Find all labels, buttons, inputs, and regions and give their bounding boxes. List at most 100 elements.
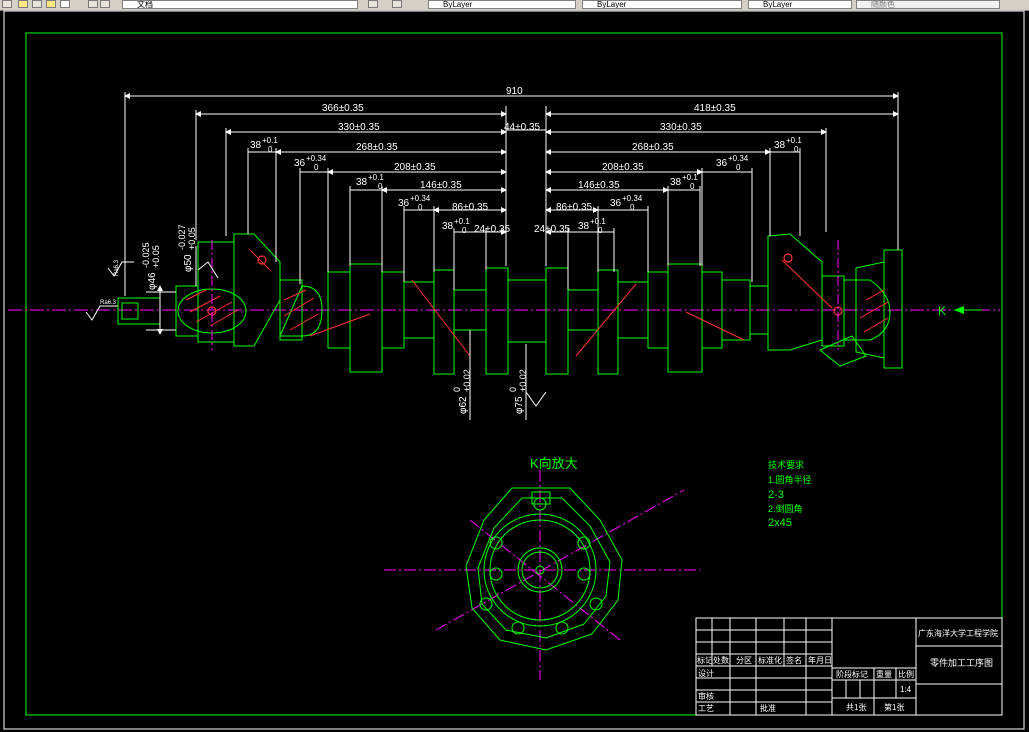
layer-properties-icon[interactable] [88,0,98,8]
tb-h-design: 设计 [698,668,714,678]
layer-previous-icon[interactable] [100,0,110,8]
dim-36-l2-tol0: 0 [418,203,423,212]
color-square-icon[interactable] [60,0,70,8]
tb-h-mark: 标记 [697,655,713,665]
dim-86-right: 86±0.35 [556,202,593,213]
tb-h-zone: 分区 [736,656,752,665]
dimension-texts: 910 366±0.35 418±0.35 330±0.35 44±0.35 3… [100,86,802,414]
technical-notes: 技术要求 1.圆角半径 2-3 2.倒圆角 2x45 [768,459,812,529]
dim-36-l2-tol: +0.34 [410,194,431,203]
dim-44: 44±0.35 [504,122,541,133]
notes-line-1: 1.圆角半径 [768,474,812,485]
k-view-label: K [938,304,946,318]
tb-h-process: 工艺 [698,704,714,713]
dim-38-r2-tol0: 0 [690,182,695,191]
dim-38-l3: 38 [442,221,454,232]
tb-sheets-total: 共1张 [846,703,866,712]
k-view-title: K向放大 [530,456,578,471]
k-view-centerlines [384,470,700,680]
dim-268-right: 268±0.35 [632,142,674,153]
layer-combo[interactable]: 文档 [122,0,358,9]
dim-dia62-tol2: +0.02 [462,369,472,392]
tb-h-stage: 阶段标记 [836,669,868,679]
tb-sheet-no: 第1张 [884,702,904,712]
dim-38-r2: 38 [670,177,682,188]
dim-dia75-tol2: +0.02 [518,369,528,392]
tb-h-check: 审核 [698,691,714,701]
notes-line-2: 2-3 [768,489,784,501]
lineweight-combo[interactable]: ByLayer [748,0,852,9]
tb-h-date: 年月日 [808,655,832,665]
dim-36-r1-tol: +0.34 [728,154,749,163]
dim-38-r1-tol0: 0 [794,145,799,154]
dim-dia50-tol1: -0.027 [177,224,187,250]
k-view-arrow [954,306,982,314]
dim-330-left: 330±0.35 [338,122,380,133]
dim-38-l2-tol: +0.1 [368,173,384,182]
tb-h-scale: 比例 [898,669,914,679]
section-hatch [185,249,889,357]
dim-208-right: 208±0.35 [602,162,644,173]
sheet-outer-border [3,10,1025,730]
dim-36-r2: 36 [610,198,622,209]
dim-dia62-tol1: 0 [452,387,462,392]
tb-h-approve: 批准 [760,703,776,713]
vertical-centerlines [211,240,839,350]
dim-dia46: φ46 [147,272,158,290]
dim-36-r2-tol0: 0 [630,203,635,212]
plotstyle-combo[interactable]: 随颜色 [856,0,1000,9]
dim-dia50-tol2: +0.05 [187,227,197,250]
dimension-lines [85,92,899,420]
tb-h-sign: 签名 [786,655,802,665]
dim-24-left: 24±0.35 [474,224,511,235]
notes-line-3: 2.倒圆角 [768,503,803,514]
dim-38-l2-tol0: 0 [378,182,383,191]
layer-manager-icon[interactable] [2,0,12,8]
dim-330-right: 330±0.35 [660,122,702,133]
tb-h-docno: 标准化 [758,655,782,665]
dim-418: 418±0.35 [694,103,736,114]
dim-38-l3-tol0: 0 [462,226,467,235]
tb-h-weight: 重量 [876,669,892,679]
dim-dia75-tol1: 0 [508,387,518,392]
lock-icon[interactable] [32,0,42,8]
dim-146-right: 146±0.35 [578,180,620,191]
dim-36-l1-tol: +0.34 [306,154,327,163]
color-combo[interactable]: ByLayer [428,0,576,9]
dim-38-r2-tol: +0.1 [682,173,698,182]
dim-overall: 910 [506,86,523,97]
dim-dia50: φ50 [183,254,194,272]
dim-38-r1: 38 [774,140,786,151]
dim-38-r3: 38 [578,221,590,232]
dim-268-left: 268±0.35 [356,142,398,153]
dim-dia46-tol1: -0.025 [141,242,151,268]
dim-36-l2: 36 [398,198,410,209]
dim-36-r2-tol: +0.34 [622,194,643,203]
dim-dia62: φ62 [458,396,469,414]
layer-state-icon[interactable] [392,0,402,8]
roughness-label-1: Ra6.3 [114,259,120,276]
drawing-frame [25,32,1003,716]
dim-38-r1-tol: +0.1 [786,136,802,145]
dim-38-l3-tol: +0.1 [454,217,470,226]
dim-36-l1: 36 [294,158,306,169]
title-block [695,617,1003,716]
notes-title: 技术要求 [768,459,804,470]
title-block-texts: 广东海洋大学工程学院 零件加工工序图 标记 处数 分区 标准化 签名 年月日 设… [697,628,998,713]
crankshaft-view [117,233,903,375]
dim-366: 366±0.35 [322,103,364,114]
dim-38-l1: 38 [250,140,262,151]
tb-h-count: 处数 [713,655,729,665]
make-current-icon[interactable] [368,0,378,8]
k-view-flange [465,487,623,651]
notes-line-4: 2x45 [768,517,792,529]
dim-38-l2: 38 [356,177,368,188]
sun-icon[interactable] [46,0,56,8]
dim-38-l1-tol: +0.1 [262,136,278,145]
linetype-combo[interactable]: ByLayer [582,0,742,9]
dim-24-right: 24±0.35 [534,224,571,235]
dim-38-r3-tol0: 0 [598,226,603,235]
tb-drawing-name: 零件加工工序图 [930,657,993,668]
drawing-canvas[interactable]: 910 366±0.35 418±0.35 330±0.35 44±0.35 3… [0,10,1029,732]
light-bulb-icon[interactable] [18,0,28,8]
